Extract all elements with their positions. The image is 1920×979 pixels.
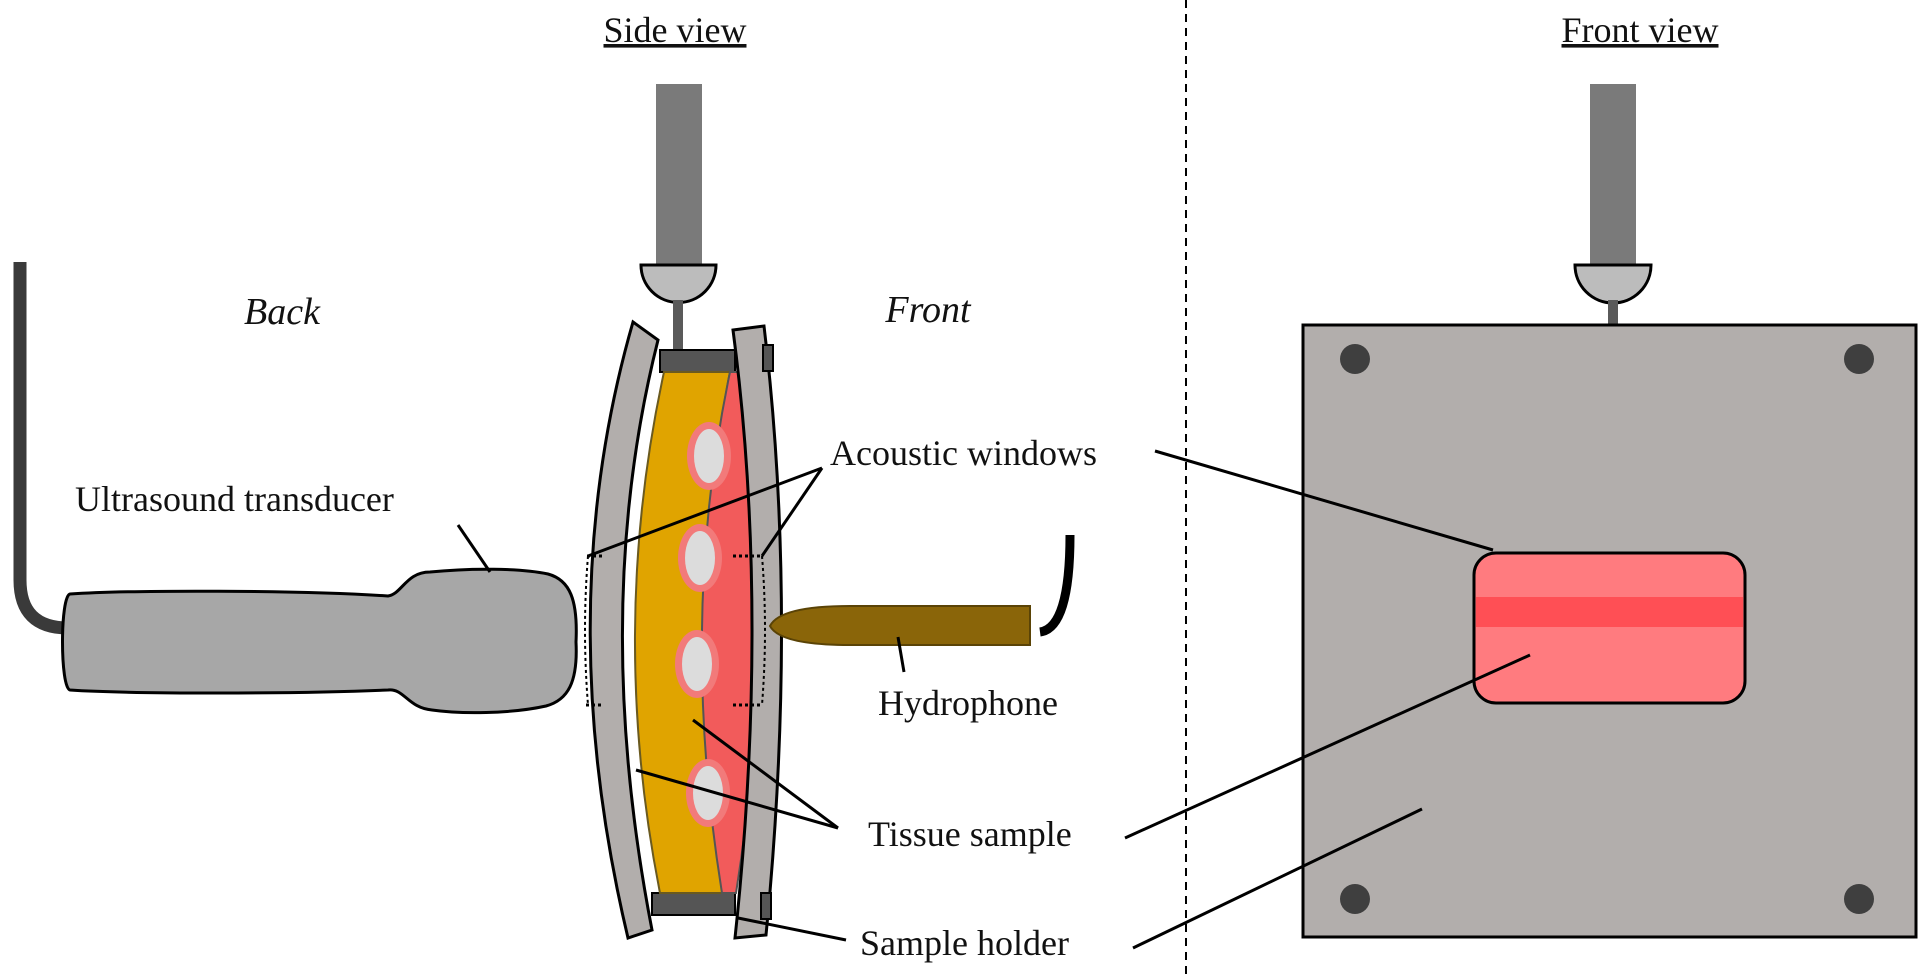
sample-holder-front-plate	[731, 324, 784, 940]
tissue-inclusion	[694, 429, 724, 483]
transducer-leader	[456, 524, 492, 573]
holder-bolt-bottom	[760, 892, 772, 920]
holder-bottom-spacer	[651, 892, 736, 916]
tissue-sample-label: Tissue sample	[868, 814, 1072, 854]
transducer-cable	[13, 262, 69, 635]
side-hanger-wire	[673, 300, 683, 352]
tissue-inclusion	[682, 637, 712, 691]
sample-holder-back-plate	[588, 319, 660, 940]
acoustic-window-tissue-stripe	[1476, 597, 1743, 627]
front-suspension-hook	[1573, 263, 1653, 305]
acoustic-windows-leader-back	[587, 466, 823, 558]
hydrophone-cable	[1038, 534, 1075, 637]
hydrophone-label: Hydrophone	[878, 683, 1058, 723]
holder-bolt	[1340, 344, 1370, 374]
acoustic-windows-leader-front	[760, 467, 824, 557]
sample-holder-leader	[737, 916, 847, 942]
hydrophone-leader	[896, 636, 906, 673]
back-label: Back	[244, 291, 321, 333]
front-hanger-wire	[1608, 300, 1618, 325]
hydrophone-body	[768, 605, 1031, 646]
acoustic-window-front-side	[761, 555, 766, 706]
holder-bolt	[1340, 884, 1370, 914]
front-label: Front	[884, 289, 972, 331]
sample-holder-leader-front-view	[1132, 807, 1423, 950]
acoustic-window-back-side	[584, 555, 589, 706]
front-suspension-rod	[1590, 84, 1636, 272]
acoustic-windows-label: Acoustic windows	[830, 433, 1097, 473]
holder-top-spacer	[659, 349, 736, 373]
side-suspension-rod	[656, 84, 702, 272]
ultrasound-transducer-body	[61, 567, 578, 715]
acoustic-windows-leader-front-view	[1154, 449, 1494, 552]
ultrasound-transducer-label: Ultrasound transducer	[75, 479, 394, 519]
holder-bolt	[1844, 884, 1874, 914]
front-view-heading: Front view	[1562, 10, 1719, 50]
side-view-heading: Side view	[604, 10, 747, 50]
tissue-inclusion	[685, 531, 715, 585]
tissue-leader-front-view	[1124, 653, 1531, 840]
side-suspension-hook	[639, 263, 718, 304]
holder-bolt-top	[762, 344, 774, 372]
holder-bolt	[1844, 344, 1874, 374]
tissue-leader-fat	[635, 768, 839, 830]
acoustic-window-front-view	[1472, 551, 1747, 705]
tissue-inclusion	[693, 766, 723, 820]
tissue-leader-red	[692, 718, 839, 830]
sample-holder-label: Sample holder	[860, 923, 1069, 963]
